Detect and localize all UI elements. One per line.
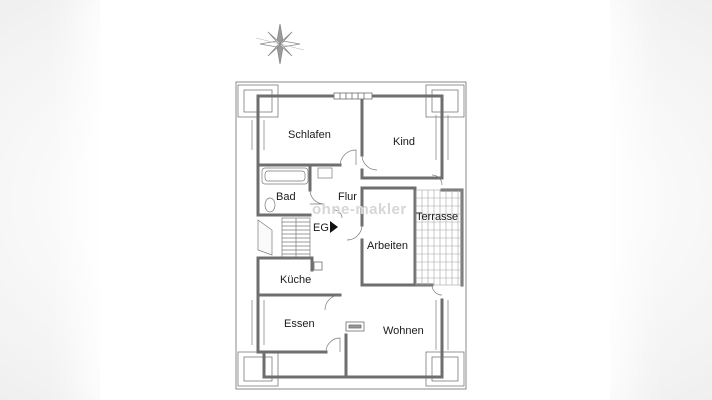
outer-boundary [235, 81, 467, 390]
staircase [257, 217, 311, 259]
radiator [333, 92, 373, 100]
kitchen-fixture [313, 261, 365, 332]
room-label-schlafen: Schlafen [288, 129, 331, 141]
walls [256, 94, 464, 379]
room-label-flur: Flur [338, 191, 357, 203]
terrace-grid [415, 189, 463, 286]
room-label-bad: Bad [276, 191, 296, 203]
room-label-wohnen: Wohnen [383, 325, 424, 337]
arrow-right-icon [330, 221, 338, 233]
windows [251, 115, 449, 350]
room-label-kueche: Küche [280, 274, 311, 286]
paper-sheet [100, 0, 610, 400]
bathroom-fixtures [261, 167, 333, 213]
room-label-terrasse: Terrasse [416, 211, 458, 223]
room-label-kind: Kind [393, 136, 415, 148]
watermark: ohne-makler [312, 201, 407, 218]
door-swings [309, 149, 443, 353]
dormer-blocks [237, 84, 465, 387]
compass-rose-icon [255, 23, 305, 65]
room-label-eg: EG [313, 222, 329, 234]
room-label-essen: Essen [284, 318, 315, 330]
room-label-arbeiten: Arbeiten [367, 240, 408, 252]
